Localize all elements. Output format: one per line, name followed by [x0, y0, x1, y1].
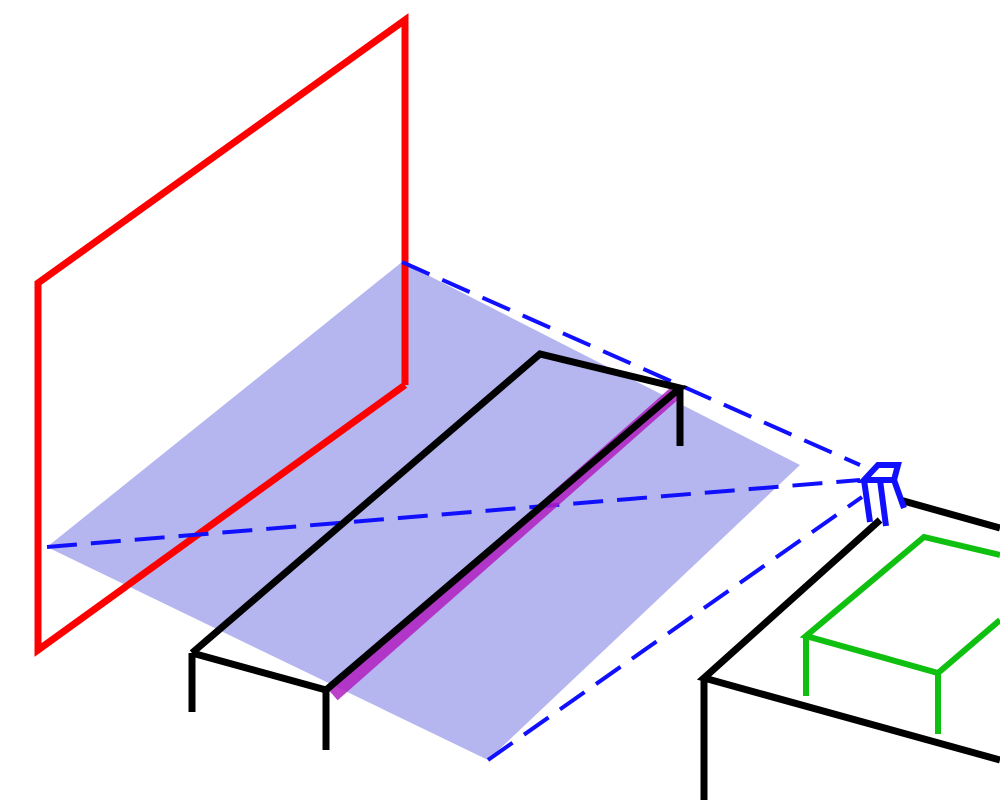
projector-icon [857, 462, 907, 527]
projector-body [857, 462, 902, 483]
desk-top-outline [696, 517, 1000, 764]
long-table [188, 350, 688, 750]
projector-desk [696, 496, 1000, 800]
projector-leg-1 [861, 479, 873, 523]
projector-leg-2 [877, 479, 889, 527]
ray-bottom [486, 495, 864, 762]
projection-area [47, 262, 800, 760]
desk-back-edge [899, 496, 1000, 532]
ray-left [46, 478, 861, 549]
projector-rays [46, 260, 864, 762]
green-box [799, 533, 1000, 734]
projector-leg-3 [891, 478, 907, 510]
ray-top [401, 260, 861, 467]
red-screen-frame [34, 13, 409, 657]
